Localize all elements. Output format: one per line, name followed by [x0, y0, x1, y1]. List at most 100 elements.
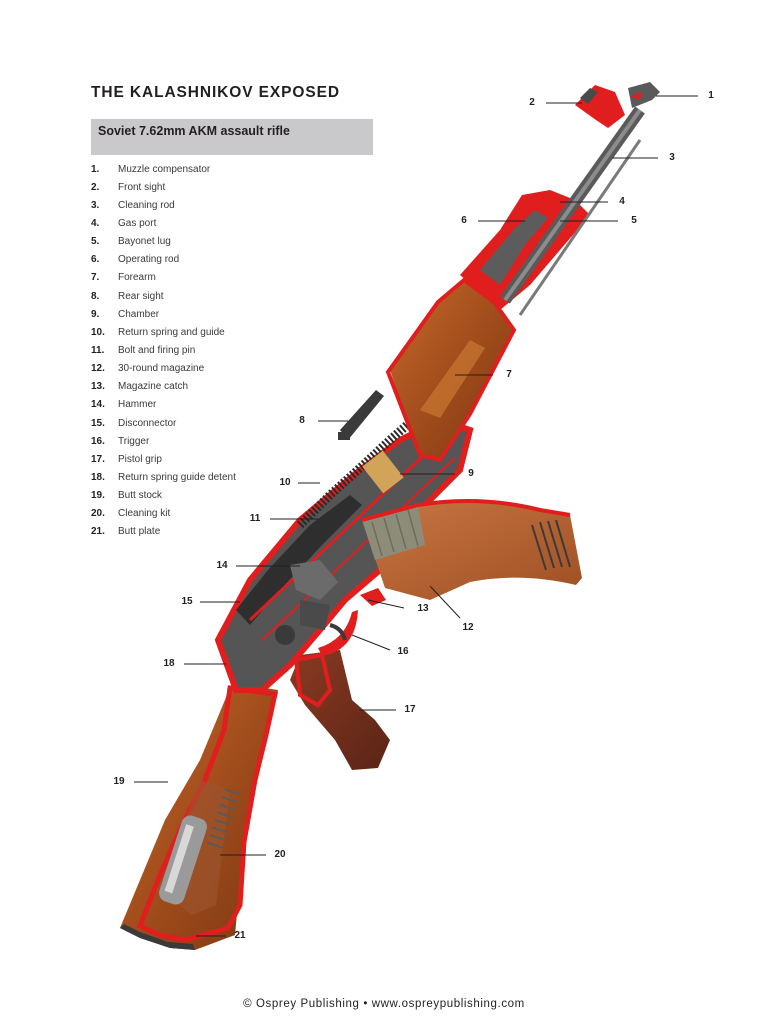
callout-20: 20 [274, 849, 286, 860]
part-label: Bolt and firing pin [118, 344, 196, 356]
callout-16: 16 [397, 646, 409, 657]
part-label: Forearm [118, 272, 156, 284]
butt-plate [120, 924, 195, 950]
part-label: Chamber [118, 308, 160, 320]
list-item: 11. Bolt and firing pin [91, 341, 236, 359]
part-number: 6. [91, 254, 100, 266]
barrel [500, 106, 645, 304]
muzzle-compensator [628, 82, 660, 108]
list-item: 6. Operating rod [91, 251, 236, 269]
list-item: 18. Return spring guide detent [91, 468, 236, 486]
list-item: 3. Cleaning rod [91, 196, 236, 214]
front-sight [575, 85, 625, 128]
callout-14: 14 [216, 560, 228, 571]
list-item: 2. Front sight [91, 178, 236, 196]
part-number: 11. [91, 344, 105, 356]
subtitle: Soviet 7.62mm AKM assault rifle [98, 124, 290, 138]
part-number: 18. [91, 471, 105, 483]
part-number: 5. [91, 236, 100, 248]
callout-5: 5 [631, 215, 637, 226]
list-item: 5. Bayonet lug [91, 233, 236, 251]
footer-credit: © Osprey Publishing • www.ospreypublishi… [243, 998, 525, 1010]
callout-7: 7 [506, 369, 512, 380]
cleaning-kit [159, 788, 241, 905]
callout-1: 1 [708, 90, 714, 101]
callout-8: 8 [299, 415, 305, 426]
callout-18: 18 [163, 658, 175, 669]
part-label: Bayonet lug [118, 236, 171, 248]
forearm [385, 277, 517, 463]
list-item: 15. Disconnector [91, 414, 236, 432]
list-item: 1.Muzzle compensator [91, 160, 236, 178]
part-number: 13. [91, 381, 105, 393]
callout-4: 4 [619, 196, 625, 207]
butt-stock [120, 683, 279, 950]
list-item: 20.Cleaning kit [91, 505, 236, 523]
part-label: Butt plate [118, 526, 161, 538]
part-label: 30-round magazine [118, 363, 205, 375]
list-item: 8. Rear sight [91, 287, 236, 305]
part-label: Pistol grip [118, 453, 162, 465]
list-item: 19.Butt stock [91, 487, 236, 505]
list-item: 10. Return spring and guide [91, 323, 236, 341]
part-label: Return spring and guide [118, 326, 225, 338]
part-number: 10. [91, 326, 105, 338]
callout-19: 19 [113, 776, 125, 787]
part-label: Front sight [118, 181, 166, 193]
part-label: Hammer [118, 399, 157, 411]
part-label: Cleaning rod [118, 199, 175, 211]
list-item: 14. Hammer [91, 396, 236, 414]
callout-9: 9 [468, 468, 474, 479]
callout-lines [134, 95, 698, 937]
part-number: 21. [91, 526, 105, 538]
cleaning-rod [518, 139, 642, 316]
callout-12: 12 [462, 622, 474, 633]
list-item: 12. 30-round magazine [91, 360, 236, 378]
part-label: Rear sight [118, 290, 164, 302]
rear-sight [338, 390, 384, 440]
part-number: 17. [91, 453, 105, 465]
callout-6: 6 [461, 215, 467, 226]
part-number: 8. [91, 290, 100, 302]
part-label: Gas port [118, 217, 157, 229]
callout-17: 17 [404, 704, 416, 715]
part-label: Cleaning kit [118, 508, 171, 520]
list-item: 21. Butt plate [91, 523, 236, 541]
callout-15: 15 [181, 596, 193, 607]
pistol-grip [290, 650, 390, 770]
subtitle-box: Soviet 7.62mm AKM assault rifle [91, 119, 373, 155]
part-number: 14. [91, 399, 105, 411]
callout-13: 13 [417, 603, 429, 614]
magazine-catch [360, 588, 386, 606]
part-number: 4. [91, 217, 100, 229]
callout-3: 3 [669, 152, 675, 163]
callout-10: 10 [279, 477, 291, 488]
list-item: 13. Magazine catch [91, 378, 236, 396]
callout-2: 2 [529, 97, 535, 108]
callout-21: 21 [234, 930, 246, 941]
list-item: 7. Forearm [91, 269, 236, 287]
part-number: 2. [91, 181, 100, 193]
list-item: 17. Pistol grip [91, 450, 236, 468]
trigger-assembly [318, 610, 358, 656]
part-number: 15. [91, 417, 105, 429]
part-number: 3. [91, 199, 100, 211]
page-title: THE KALASHNIKOV EXPOSED [91, 84, 340, 101]
list-item: 4. Gas port [91, 214, 236, 232]
part-number: 12. [91, 363, 105, 375]
receiver [214, 416, 474, 693]
part-label: Butt stock [118, 490, 162, 502]
list-item: 16.Trigger [91, 432, 236, 450]
part-number: 1. [91, 163, 100, 175]
part-label: Trigger [118, 435, 150, 447]
part-label: Magazine catch [118, 381, 189, 393]
part-label: Disconnector [118, 417, 177, 429]
callout-11: 11 [249, 513, 261, 524]
part-number: 7. [91, 272, 100, 284]
chamber [362, 450, 404, 494]
hammer-assembly [275, 560, 338, 645]
part-number: 9. [91, 308, 100, 320]
part-label: Return spring guide detent [118, 471, 236, 483]
magazine [361, 499, 582, 600]
part-label: Operating rod [118, 254, 180, 266]
